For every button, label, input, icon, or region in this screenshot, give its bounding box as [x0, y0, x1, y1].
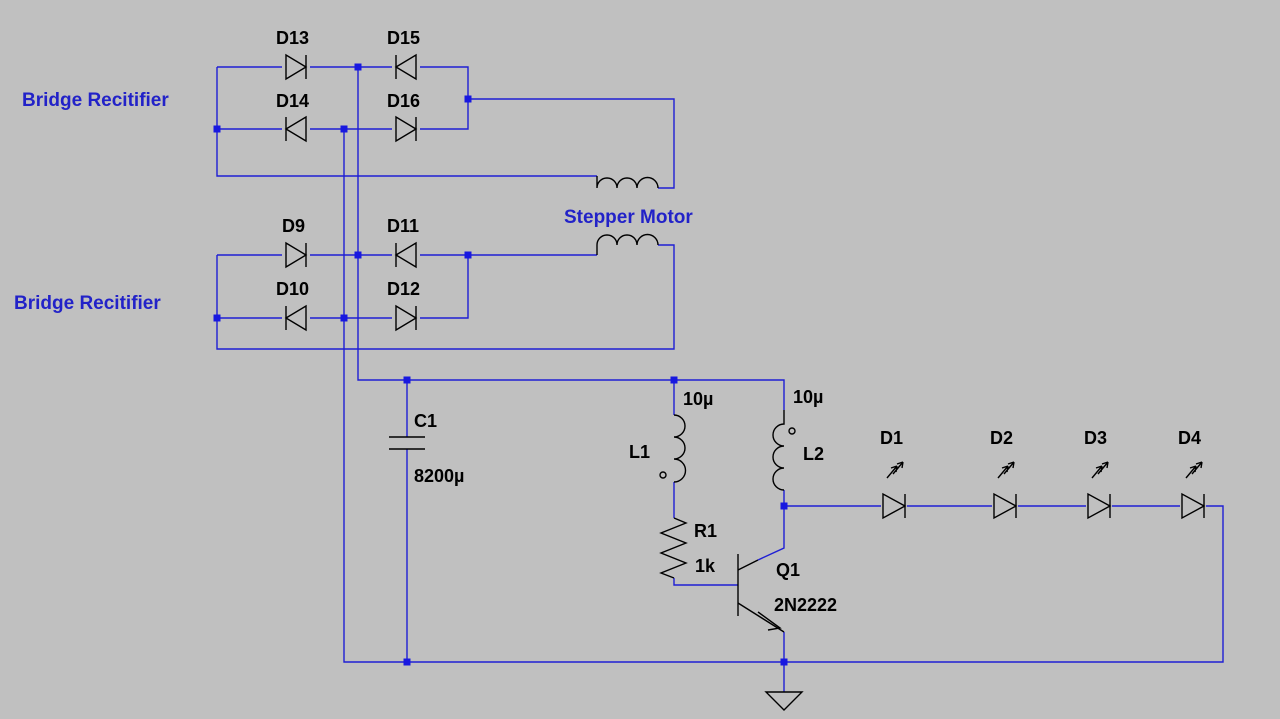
label-d16: D16	[387, 91, 420, 111]
label-c1-value: 8200µ	[414, 466, 464, 486]
diode-d10[interactable]	[284, 304, 307, 332]
junctions	[213, 63, 788, 666]
resistor-r1[interactable]	[659, 517, 688, 579]
label-d12: D12	[387, 279, 420, 299]
label-l2: L2	[803, 444, 824, 464]
label-d13: D13	[276, 28, 309, 48]
label-d3: D3	[1084, 428, 1107, 448]
label-q1-value: 2N2222	[774, 595, 837, 615]
label-r1: R1	[694, 521, 717, 541]
wires	[216, 66, 1224, 692]
label-d15: D15	[387, 28, 420, 48]
motor-coil-top[interactable]	[596, 176, 659, 189]
led-d3[interactable]	[1087, 461, 1112, 520]
label-l1: L1	[629, 442, 650, 462]
ground-symbol	[764, 691, 804, 711]
led-d2[interactable]	[993, 461, 1018, 520]
led-d1[interactable]	[882, 461, 907, 520]
diode-d12[interactable]	[395, 304, 418, 332]
transistor-q1[interactable]	[737, 554, 785, 633]
label-l2-value: 10µ	[793, 387, 823, 407]
label-d11: D11	[387, 216, 419, 236]
diode-d14[interactable]	[284, 115, 307, 143]
label-l1-value: 10µ	[683, 389, 713, 409]
note-bridge-rectifier-top: Bridge Recitifier	[22, 90, 169, 111]
diode-d9[interactable]	[285, 241, 308, 269]
label-d2: D2	[990, 428, 1013, 448]
label-d1: D1	[880, 428, 903, 448]
capacitor-c1[interactable]	[389, 436, 425, 450]
inductor-l1[interactable]	[659, 414, 687, 483]
label-d4: D4	[1178, 428, 1201, 448]
note-stepper-motor: Stepper Motor	[564, 207, 693, 228]
label-d9: D9	[282, 216, 305, 236]
diode-d13[interactable]	[285, 53, 308, 81]
motor-coil-bottom[interactable]	[596, 233, 659, 256]
diode-d11[interactable]	[394, 241, 417, 269]
diode-d15[interactable]	[394, 53, 417, 81]
label-r1-value: 1k	[695, 556, 716, 576]
label-d14: D14	[276, 91, 309, 111]
label-c1: C1	[414, 411, 437, 431]
inductor-l2[interactable]	[772, 410, 796, 491]
diode-d16[interactable]	[395, 115, 418, 143]
led-d4[interactable]	[1181, 461, 1206, 520]
note-bridge-rectifier-bottom: Bridge Recitifier	[14, 293, 161, 314]
label-q1: Q1	[776, 560, 800, 580]
label-d10: D10	[276, 279, 309, 299]
